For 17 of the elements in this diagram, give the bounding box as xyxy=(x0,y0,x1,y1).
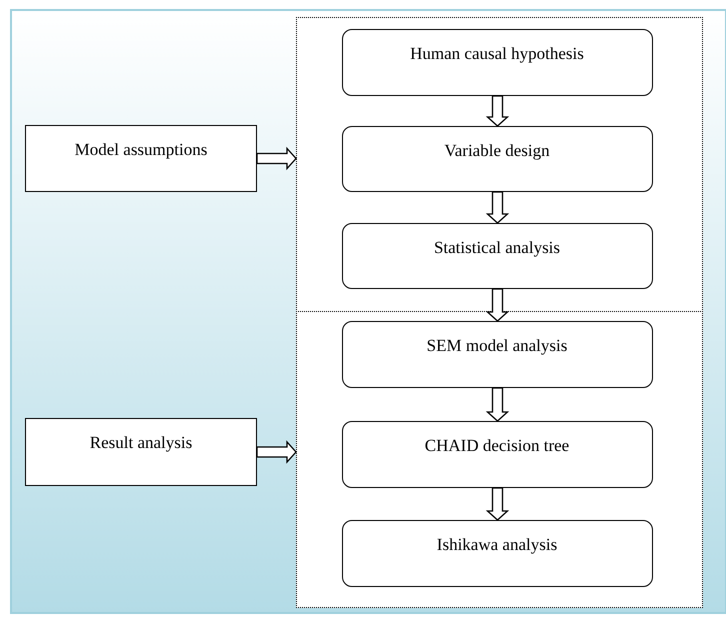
block-arrow xyxy=(486,387,510,422)
label-box: Model assumptions xyxy=(25,125,257,192)
block-arrow xyxy=(486,288,510,322)
process-box: Variable design xyxy=(342,126,652,192)
process-box: Ishikawa analysis xyxy=(342,520,652,586)
block-arrow xyxy=(256,146,297,170)
process-box: Human causal hypothesis xyxy=(342,28,652,96)
group-frame xyxy=(296,311,703,608)
process-box: CHAID decision tree xyxy=(342,420,652,488)
block-arrow xyxy=(486,95,510,127)
group-frame xyxy=(296,17,703,312)
label-box: Result analysis xyxy=(25,418,257,486)
block-arrow xyxy=(256,440,297,464)
process-box: SEM model analysis xyxy=(342,320,652,388)
block-arrow xyxy=(486,487,510,521)
process-box: Statistical analysis xyxy=(342,222,652,288)
block-arrow xyxy=(486,191,510,224)
